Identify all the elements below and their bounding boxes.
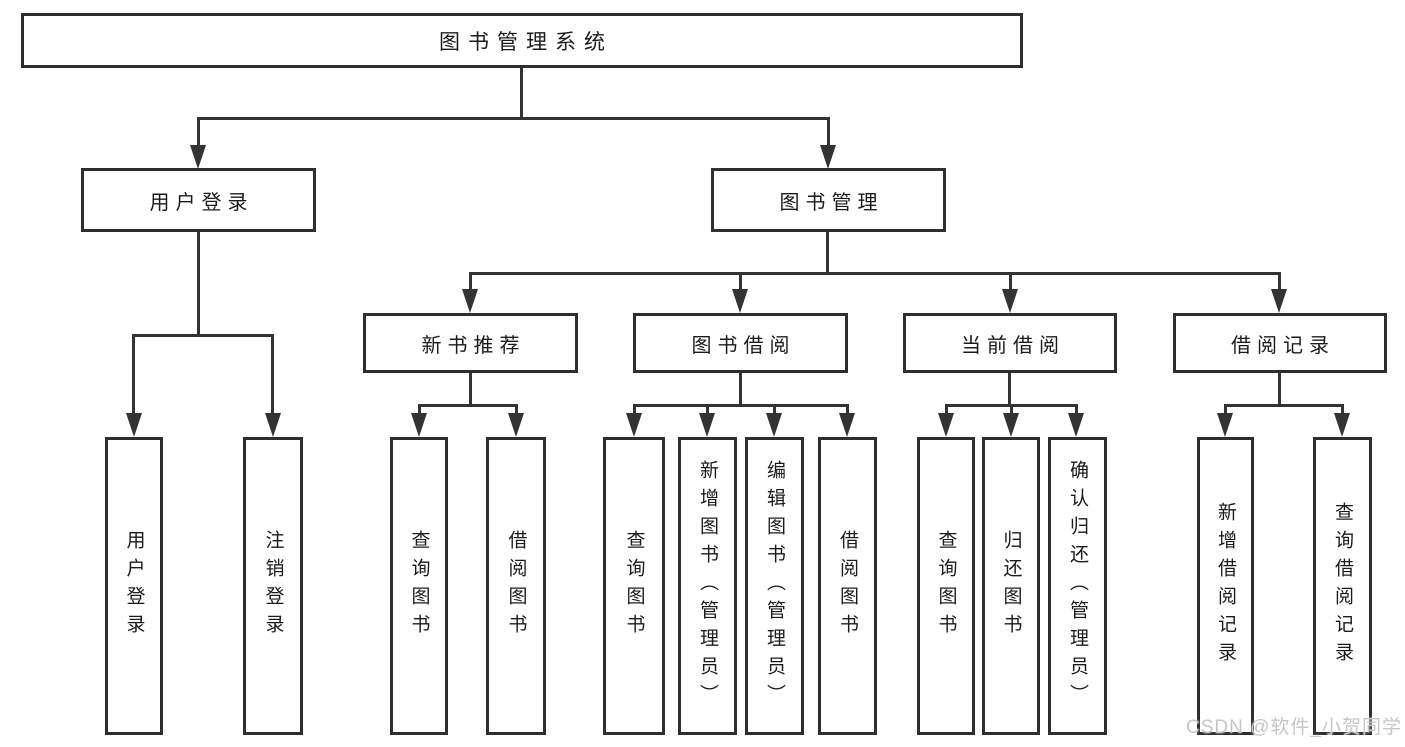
connector-segment: [469, 272, 1281, 275]
connector-segment: [945, 404, 948, 418]
leaf-borrow-books-label: 借阅图书: [837, 530, 858, 642]
leaf-borrow-books-recommend-label: 借阅图书: [505, 530, 527, 642]
arrowhead-icon: [1002, 289, 1018, 313]
leaf-add-books-admin: 新增图书（管理员）: [678, 437, 737, 735]
connector-segment: [1010, 404, 1013, 418]
connector-segment: [469, 373, 472, 407]
arrowhead-icon: [190, 145, 206, 169]
leaf-query-books-current-label: 查询图书: [935, 530, 957, 642]
connector-segment: [846, 404, 849, 418]
node-new-book-recommend-label: 新书推荐: [421, 334, 526, 357]
csdn-watermark: CSDN @软件_小贺同学: [1186, 717, 1402, 738]
connector-segment: [706, 404, 709, 418]
node-current-borrowing-label: 当前借阅: [961, 334, 1065, 357]
node-root-label: 图书管理系统: [439, 30, 613, 54]
connector-segment: [739, 272, 742, 292]
connector-segment: [1224, 404, 1227, 418]
connector-segment: [633, 404, 848, 407]
connector-segment: [1224, 404, 1343, 407]
node-user-login-label: 用户登录: [149, 191, 254, 214]
connector-segment: [271, 334, 274, 416]
arrowhead-icon: [839, 413, 855, 437]
arrowhead-icon: [1217, 413, 1233, 437]
connector-segment: [1341, 404, 1344, 418]
node-book-management: 图书管理: [711, 168, 946, 232]
leaf-query-books-current: 查询图书: [917, 437, 975, 735]
connector-segment: [1278, 272, 1281, 292]
connector-segment: [826, 232, 829, 275]
node-book-borrowing: 图书借阅: [633, 313, 848, 373]
leaf-query-borrow-record: 查询借阅记录: [1313, 437, 1372, 735]
leaf-add-borrow-record-label: 新增借阅记录: [1215, 502, 1236, 670]
node-user-login: 用户登录: [81, 168, 316, 232]
leaf-query-books-recommend-label: 查询图书: [408, 530, 430, 642]
arrowhead-icon: [766, 413, 782, 437]
connector-segment: [773, 404, 776, 418]
connector-segment: [197, 117, 200, 149]
node-new-book-recommend: 新书推荐: [363, 313, 578, 373]
connector-segment: [1278, 373, 1281, 407]
arrowhead-icon: [699, 413, 715, 437]
connector-segment: [1008, 373, 1011, 407]
leaf-edit-books-admin-label: 编辑图书（管理员）: [764, 460, 785, 712]
leaf-confirm-return-admin-label: 确认归还（管理员）: [1067, 460, 1088, 712]
leaf-query-books-recommend: 查询图书: [390, 437, 448, 735]
arrowhead-icon: [626, 413, 642, 437]
leaf-confirm-return-admin: 确认归还（管理员）: [1048, 437, 1107, 735]
arrowhead-icon: [820, 145, 836, 169]
leaf-add-books-admin-label: 新增图书（管理员）: [697, 460, 718, 712]
arrowhead-icon: [411, 413, 427, 437]
leaf-query-borrow-record-label: 查询借阅记录: [1332, 502, 1353, 670]
node-borrowing-records: 借阅记录: [1173, 313, 1387, 373]
connector-segment: [418, 404, 421, 418]
connector-segment: [132, 334, 135, 416]
connector-segment: [197, 232, 200, 337]
connector-segment: [633, 404, 636, 418]
connector-segment: [515, 404, 518, 418]
connector-segment: [739, 373, 742, 407]
arrowhead-icon: [1068, 413, 1084, 437]
arrowhead-icon: [508, 413, 524, 437]
node-current-borrowing: 当前借阅: [903, 313, 1117, 373]
node-book-management-label: 图书管理: [779, 191, 884, 214]
connector-segment: [1075, 404, 1078, 418]
connector-segment: [827, 117, 830, 149]
leaf-borrow-books-recommend: 借阅图书: [486, 437, 546, 735]
arrowhead-icon: [265, 413, 281, 437]
arrowhead-icon: [1271, 289, 1287, 313]
leaf-logout: 注销登录: [243, 437, 303, 735]
leaf-return-books: 归还图书: [982, 437, 1040, 735]
leaf-query-books-borrowing: 查询图书: [603, 437, 665, 735]
arrowhead-icon: [462, 289, 478, 313]
connector-segment: [469, 272, 472, 292]
connector-segment: [1009, 272, 1012, 292]
leaf-user-login-label: 用户登录: [123, 530, 145, 642]
leaf-edit-books-admin: 编辑图书（管理员）: [745, 437, 804, 735]
leaf-query-books-borrowing-label: 查询图书: [623, 530, 645, 642]
connector-segment: [520, 68, 523, 120]
node-book-borrowing-label: 图书借阅: [691, 334, 796, 357]
arrowhead-icon: [732, 289, 748, 313]
leaf-user-login: 用户登录: [105, 437, 163, 735]
leaf-return-books-label: 归还图书: [1000, 530, 1022, 642]
connector-segment: [132, 334, 274, 337]
leaf-borrow-books: 借阅图书: [818, 437, 877, 735]
connector-segment: [197, 117, 830, 120]
leaf-add-borrow-record: 新增借阅记录: [1197, 437, 1254, 735]
leaf-logout-label: 注销登录: [262, 530, 284, 642]
node-root: 图书管理系统: [21, 13, 1023, 68]
connector-segment: [418, 404, 518, 407]
arrowhead-icon: [1334, 413, 1350, 437]
arrowhead-icon: [938, 413, 954, 437]
arrowhead-icon: [126, 413, 142, 437]
node-borrowing-records-label: 借阅记录: [1231, 334, 1335, 357]
arrowhead-icon: [1003, 413, 1019, 437]
